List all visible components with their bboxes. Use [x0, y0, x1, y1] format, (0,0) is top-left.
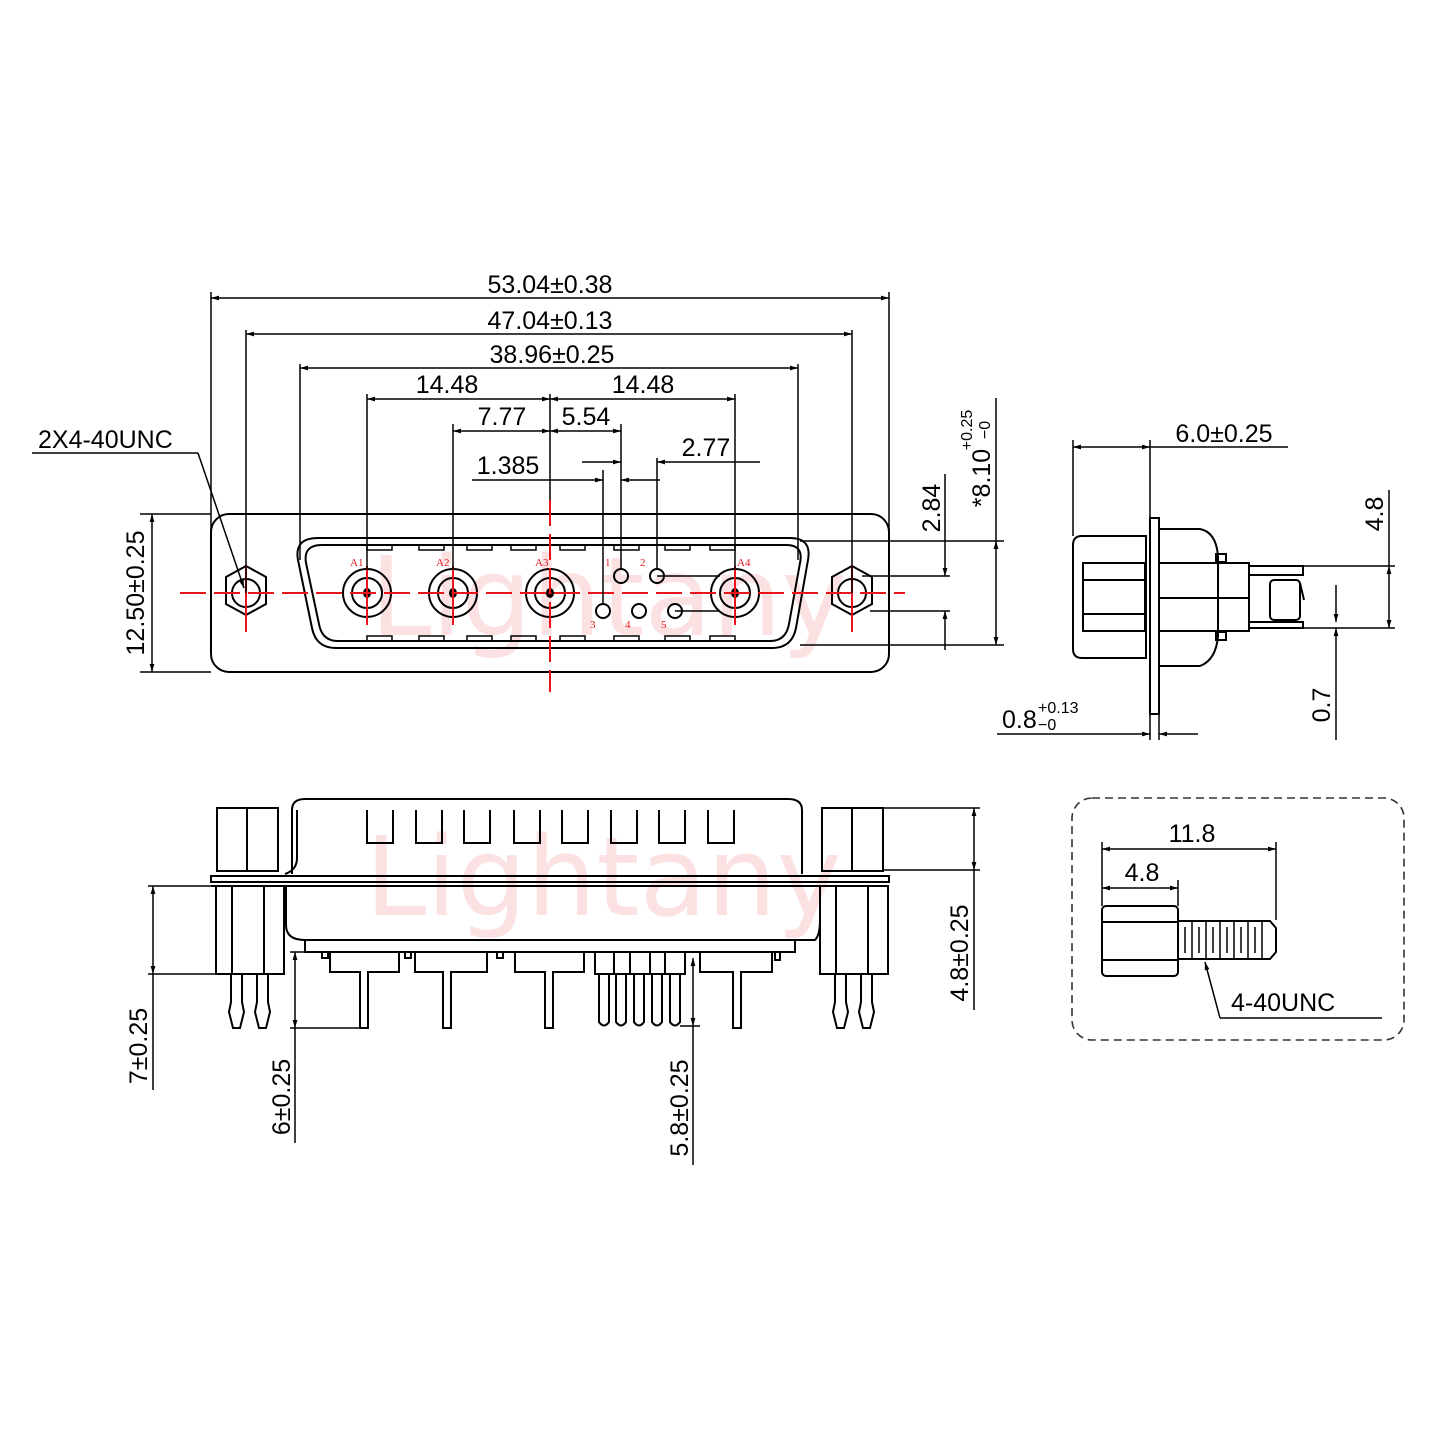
- pin-label-1: 1: [605, 557, 611, 569]
- dim-pin-pitch: 2.77: [682, 434, 731, 462]
- dim-a3-pin2: 5.54: [562, 403, 611, 431]
- watermark-front: Lightany: [370, 533, 847, 661]
- shell-outer: [296, 537, 810, 649]
- pin-label-a3: A3: [535, 557, 549, 569]
- signal-pin-4: [631, 603, 647, 619]
- front-view: A1 A2 A3 A4 1 2 3 4 5: [32, 271, 1004, 692]
- dim-shell-height: *8.10: [968, 449, 996, 507]
- dim-flange-thickness-upper: +0.13: [1038, 700, 1079, 717]
- svg-text:−0: −0: [977, 421, 994, 439]
- pin-label-5: 5: [661, 619, 667, 631]
- dim-mounting-hole-spacing: 47.04±0.13: [488, 307, 613, 335]
- dim-side-depth: 6.0±0.25: [1175, 420, 1272, 448]
- dim-screw-overall-length: 11.8: [1169, 820, 1216, 848]
- dim-pin-row-spacing: 4.8: [1361, 497, 1389, 532]
- pin-label-a4: A4: [737, 557, 751, 569]
- dim-a3-a4: 14.48: [612, 371, 675, 399]
- dim-power-pin-length: 6±0.25: [268, 1059, 296, 1135]
- callout-mounting-thread: 2X4-40UNC: [38, 426, 173, 454]
- pin-label-2: 2: [640, 557, 646, 569]
- pin-label-4: 4: [625, 619, 631, 631]
- pin-label-3: 3: [590, 619, 596, 631]
- dim-shell-width: 38.96±0.25: [490, 341, 615, 369]
- dim-flange-height: 12.50±0.25: [122, 531, 150, 656]
- dim-screw-height: 4.8±0.25: [946, 904, 974, 1001]
- shell-inner: [304, 544, 802, 642]
- dim-shell-height-tolerance: +0.25: [959, 410, 976, 451]
- dim-pin-pitch-half: 1.385: [477, 452, 540, 480]
- dim-screw-hex-length: 4.8: [1125, 859, 1160, 887]
- dim-a1-a3: 14.48: [416, 371, 479, 399]
- pin-label-a1: A1: [350, 557, 363, 569]
- dim-row-spacing: 2.84: [918, 484, 946, 533]
- side-view: 6.0±0.25 4.8 0.7 0.8 +0.13 −0: [997, 420, 1395, 740]
- extension-lines: [140, 292, 1004, 673]
- shell-tabs: [366, 544, 736, 642]
- detail-frame: [1071, 797, 1405, 1041]
- dim-standoff-tail: 7±0.25: [125, 1008, 153, 1084]
- dim-flange-thickness: 0.8: [1002, 706, 1037, 734]
- screw-detail: 11.8 4.8 4-40UNC: [1071, 797, 1405, 1041]
- dim-signal-pin-length: 5.8±0.25: [666, 1059, 694, 1156]
- callout-screw-thread: 4-40UNC: [1231, 989, 1335, 1017]
- pin-label-a2: A2: [436, 557, 449, 569]
- dim-pin-offset: 0.7: [1308, 688, 1336, 723]
- dim-a2-a3: 7.77: [478, 403, 527, 431]
- bottom-view: 7±0.25 6±0.25 5.8±0.25 4.8±0.25: [125, 798, 980, 1165]
- dim-flange-thickness-lower: −0: [1038, 717, 1056, 734]
- dim-overall-width: 53.04±0.38: [488, 271, 613, 299]
